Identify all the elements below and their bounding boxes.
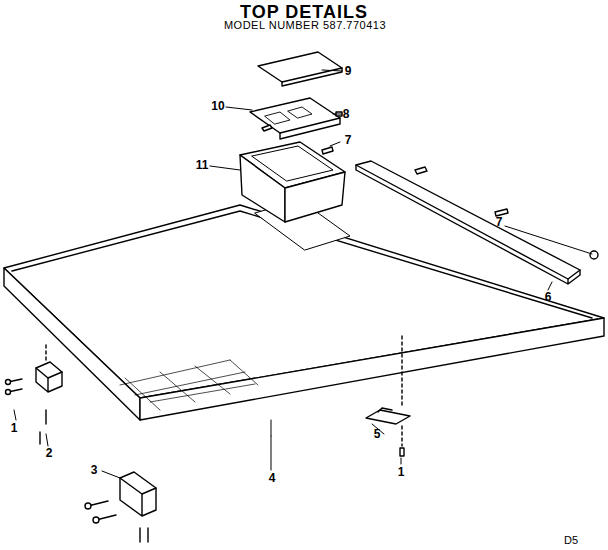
callout-number: 7 [345,134,352,146]
callout-number: 9 [345,65,352,77]
callout-number: 1 [398,466,405,478]
callout-number: 10 [211,100,224,112]
drawing-code: D5 [564,535,578,546]
diagram-title: TOP DETAILS [240,3,368,21]
callout-number: 3 [91,464,98,476]
callout-number: 8 [343,108,350,120]
model-number: MODEL NUMBER 587.770413 [224,20,386,31]
callout-number: 6 [545,291,552,303]
callout-number: 4 [269,472,276,484]
callout-number: 1 [11,422,18,434]
callout-number: 7 [496,216,503,228]
callout-number: 5 [374,428,381,440]
callout-number: 11 [196,159,209,171]
callout-number: 2 [46,447,53,459]
